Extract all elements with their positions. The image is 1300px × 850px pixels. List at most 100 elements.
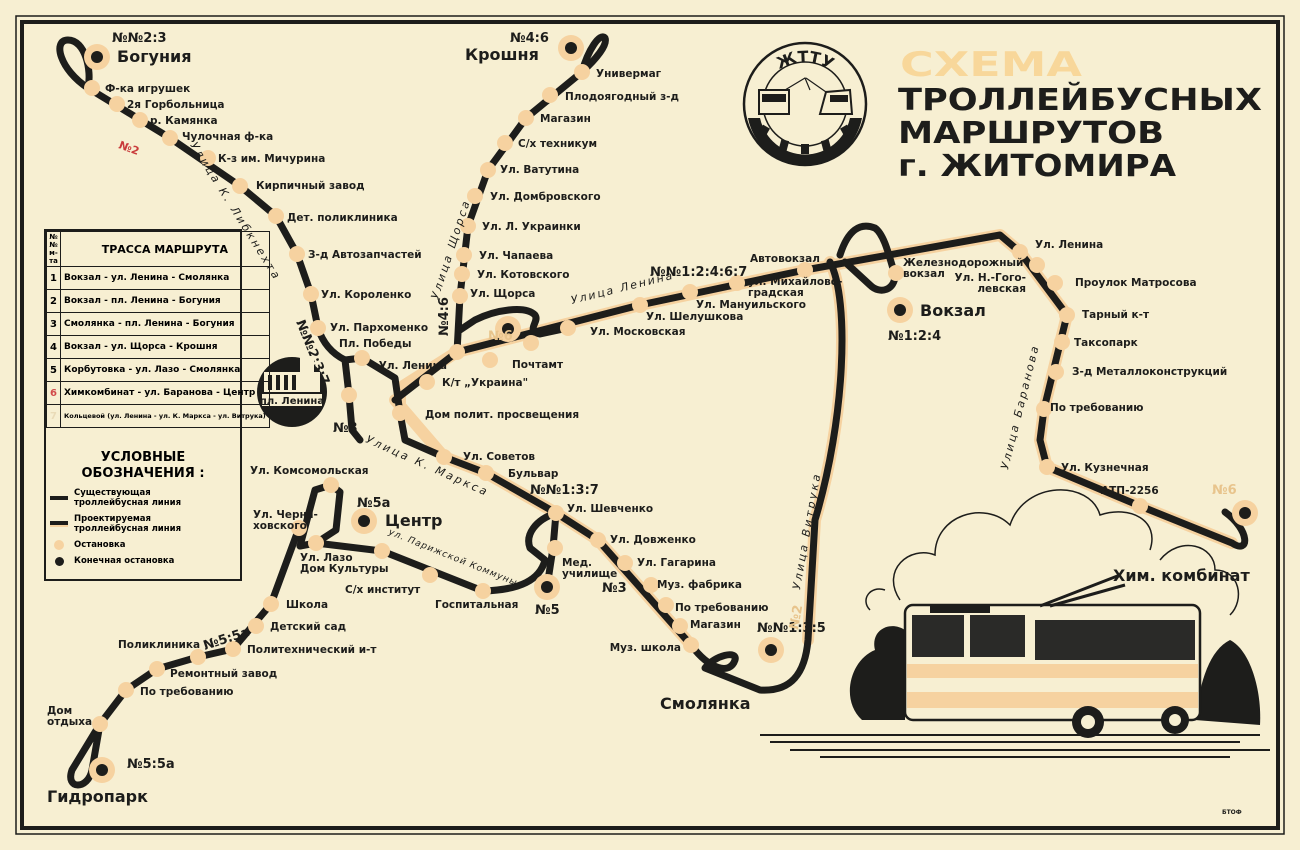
stop-label: Ул. Довженко xyxy=(610,534,696,546)
stop-label: Ул. Короленко xyxy=(321,289,411,301)
stop-label: Железнодорожный xyxy=(903,257,1023,269)
stop xyxy=(797,262,813,278)
stop-label: Ул. Гагарина xyxy=(637,557,716,569)
stop-marker xyxy=(162,130,178,146)
stop-marker xyxy=(797,262,813,278)
stop-marker xyxy=(1036,401,1052,417)
outer-frame xyxy=(15,15,1285,835)
stop xyxy=(118,682,134,698)
stop xyxy=(291,520,307,536)
stop-label: ул. Михайлово- xyxy=(748,276,842,288)
stop-marker xyxy=(289,246,305,262)
stop xyxy=(729,275,745,291)
stop xyxy=(454,266,470,282)
terminal-routes: №5:5а xyxy=(127,757,175,772)
stop xyxy=(590,532,606,548)
route-label: №2 xyxy=(787,604,806,631)
stop-label-line2: училище xyxy=(562,568,617,580)
stop-marker xyxy=(672,618,688,634)
route-number: 2 xyxy=(46,289,61,313)
stop-label: Ул. Домбровского xyxy=(490,191,601,203)
stop xyxy=(323,477,339,493)
terminal-icon xyxy=(50,556,68,566)
planned-line-icon xyxy=(50,521,68,527)
legend-title-1: УСЛОВНЫЕ xyxy=(100,450,186,465)
terminal-name: Богуния xyxy=(117,47,192,66)
stop-marker xyxy=(268,208,284,224)
stop-label: Ул. Пархоменко xyxy=(330,322,428,334)
stop-marker xyxy=(560,320,576,336)
stop-marker xyxy=(436,449,452,465)
title-line-1: СХЕМА xyxy=(900,45,1083,85)
legend-planned-label: Проектируемая троллейбусная линия xyxy=(74,514,182,534)
stop xyxy=(475,583,491,599)
terminal-routes: №4:6 xyxy=(510,31,549,46)
stop xyxy=(310,320,326,336)
route-label: №3 xyxy=(602,581,627,596)
stop xyxy=(467,188,483,204)
stop-marker xyxy=(643,577,659,593)
stop xyxy=(482,352,498,368)
stop-label: Почтамт xyxy=(512,359,564,371)
stop-marker xyxy=(480,162,496,178)
stop xyxy=(1054,334,1070,350)
stop-marker xyxy=(149,661,165,677)
stop-label: Ул. Ватутина xyxy=(500,164,579,176)
stop-marker xyxy=(574,64,590,80)
terminal-routes: №5а xyxy=(357,496,390,511)
stop-marker xyxy=(109,96,125,112)
stop xyxy=(643,577,659,593)
stop xyxy=(308,535,324,551)
stop xyxy=(1029,257,1045,273)
title-line-2: ТРОЛЛЕЙБУСНЫХ xyxy=(898,82,1262,118)
route-label: №2 xyxy=(117,139,141,158)
stop-label: Ул. Лазо xyxy=(300,552,353,564)
stop-label: Пл. Победы xyxy=(339,338,412,350)
header-num: №№ м-та xyxy=(46,231,61,267)
stop xyxy=(1059,307,1075,323)
stop xyxy=(449,344,465,360)
stop-marker xyxy=(1054,334,1070,350)
stop-label: К-з им. Мичурина xyxy=(218,153,325,165)
legend-title-2: ОБОЗНАЧЕНИЯ : xyxy=(81,466,205,481)
route-path: Вокзал - ул. Ленина - Смолянка xyxy=(59,266,270,290)
stop-label: 2я Горбольница xyxy=(127,99,224,111)
stop-marker xyxy=(683,637,699,653)
stop-label: Плодоягодный з-д xyxy=(565,91,679,103)
stop-label: Ул. Котовского xyxy=(477,269,569,281)
stop-label: Госпитальная xyxy=(435,599,518,611)
stop-marker xyxy=(1029,257,1045,273)
stop-marker xyxy=(392,405,408,421)
stop-label: Ул. Шелушкова xyxy=(646,311,743,323)
terminal-routes: №6 xyxy=(1212,483,1237,498)
terminal-marker xyxy=(1239,507,1251,519)
stop xyxy=(354,350,370,366)
stop xyxy=(888,265,904,281)
stop-marker xyxy=(303,286,319,302)
stop xyxy=(92,716,108,732)
stop-marker xyxy=(454,266,470,282)
stop xyxy=(190,649,206,665)
stop-marker xyxy=(542,87,558,103)
stop-marker xyxy=(200,150,216,166)
stop-label: С/х техникум xyxy=(518,138,597,150)
stop-label: Ул. Черня- xyxy=(253,509,318,521)
stop-marker xyxy=(225,641,241,657)
stop xyxy=(518,110,534,126)
stop-label: Универмаг xyxy=(596,68,662,80)
stop-marker xyxy=(291,520,307,536)
stop-marker xyxy=(632,297,648,313)
route-label: №3 xyxy=(333,421,358,436)
legend-terminal-label: Конечная остановка xyxy=(74,556,175,566)
stop-label: Политехнический и-т xyxy=(247,644,377,656)
stop xyxy=(548,505,564,521)
stop xyxy=(200,150,216,166)
